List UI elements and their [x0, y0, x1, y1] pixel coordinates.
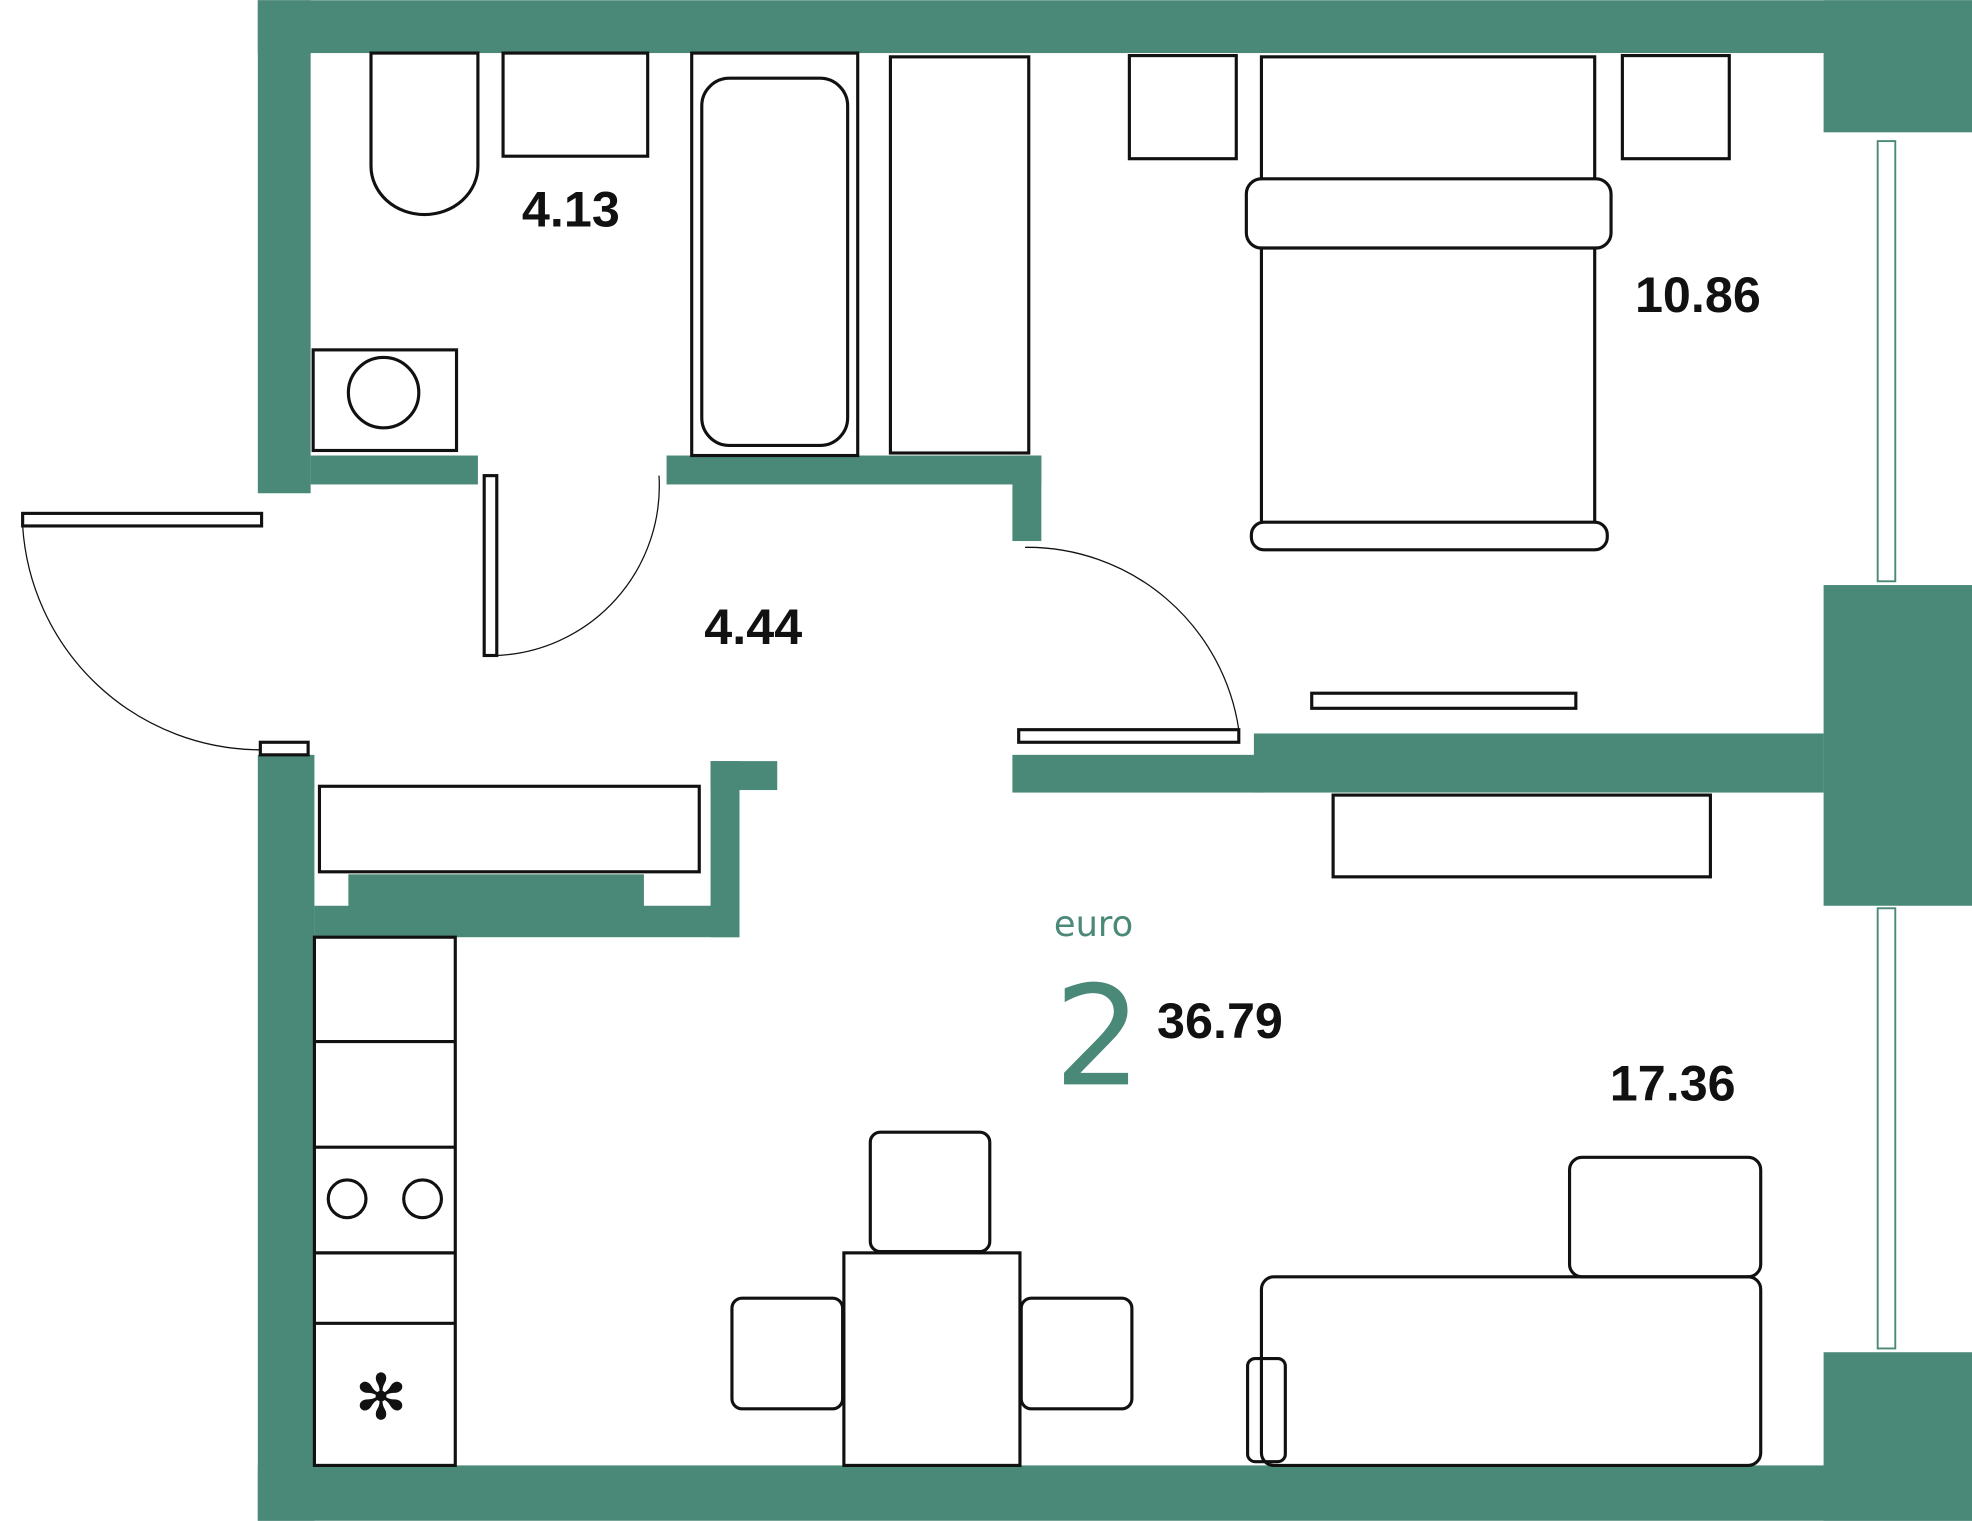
dining-table-icon — [842, 1251, 1022, 1467]
walls — [257, 0, 1972, 1521]
room-area-living: 17.36 — [1610, 1055, 1736, 1112]
wardrobe-icon — [317, 784, 701, 874]
total-area: 36.79 — [1157, 992, 1283, 1049]
furniture: ✻ — [311, 51, 1763, 1467]
tv-icon — [1331, 793, 1712, 879]
bathtub-icon — [690, 51, 860, 458]
nightstand-icon — [1127, 54, 1238, 161]
snowflake-icon: ✻ — [355, 1363, 408, 1433]
room-count: 2 — [1054, 956, 1142, 1117]
sofa-icon — [1259, 1275, 1763, 1467]
washing-machine-icon — [311, 348, 459, 453]
hob-icon — [326, 1178, 368, 1220]
apartment-type-label: euro — [1054, 904, 1133, 945]
windows — [1876, 140, 1897, 1350]
kitchen-counter — [312, 935, 457, 1467]
bed-icon — [1259, 55, 1597, 543]
doors — [21, 474, 1241, 757]
labels: 4.13 4.44 10.86 17.36 euro 2 36.79 — [522, 181, 1761, 1118]
sink-icon — [501, 51, 650, 158]
towel-rail-icon — [888, 55, 1031, 455]
chair-icon — [868, 1130, 992, 1254]
chair-icon — [730, 1296, 845, 1411]
room-area-bedroom: 10.86 — [1635, 266, 1761, 323]
room-area-hallway: 4.44 — [704, 598, 802, 655]
nightstand-icon — [1620, 54, 1731, 161]
chair-icon — [1019, 1296, 1134, 1411]
toilet-icon — [369, 51, 480, 217]
tv-stand-icon — [1310, 691, 1578, 710]
room-area-bathroom: 4.13 — [522, 181, 620, 238]
